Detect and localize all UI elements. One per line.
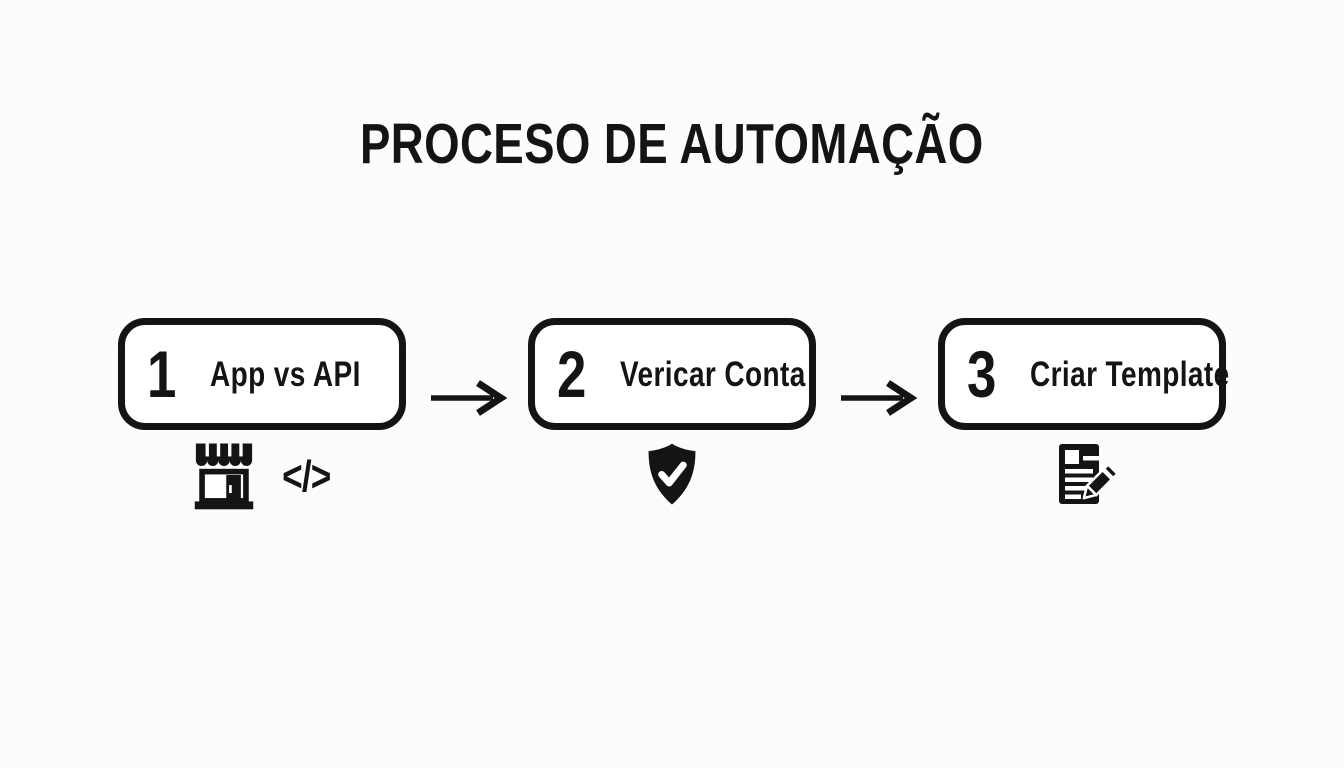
page-title-text: PROCESO DE AUTOMAÇÃO <box>360 112 984 176</box>
right-arrow-icon <box>841 380 917 416</box>
shield-check-icon <box>642 438 702 516</box>
process-steps-row: 1 App vs API <box>0 318 1344 514</box>
step-2-icons <box>642 440 702 514</box>
code-icon: </> <box>281 452 331 501</box>
step-3: 3 Criar Template <box>938 318 1229 515</box>
step-3-box: 3 Criar Template <box>938 318 1229 430</box>
document-edit-icon <box>1045 440 1120 515</box>
storefront-icon <box>188 440 260 515</box>
right-arrow-icon <box>431 380 507 416</box>
arrow-2 <box>816 318 938 418</box>
step-1-label: App vs API <box>210 354 361 394</box>
step-1-icons: </> <box>188 440 337 514</box>
step-2: 2 Vericar Conta <box>528 318 816 514</box>
step-2-box: 2 Vericar Conta <box>528 318 816 430</box>
page-title: PROCESO DE AUTOMAÇÃO <box>0 116 1344 173</box>
step-3-icons <box>1045 440 1120 515</box>
step-1: 1 App vs API <box>118 318 406 514</box>
step-3-label: Criar Template <box>1030 354 1230 394</box>
step-2-number: 2 <box>557 337 587 411</box>
step-1-box: 1 App vs API <box>118 318 406 430</box>
step-2-label: Vericar Conta <box>620 354 806 394</box>
arrow-1 <box>406 318 528 418</box>
step-1-number: 1 <box>147 337 177 411</box>
step-3-number: 3 <box>967 337 997 411</box>
